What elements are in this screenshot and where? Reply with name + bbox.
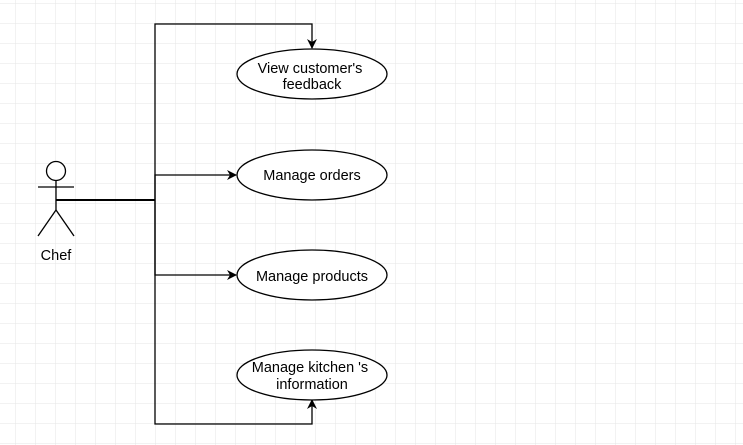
association-connectors — [56, 23, 317, 425]
stick-figure-actor-icon — [37, 160, 75, 237]
use-case-view-feedback[interactable]: View customer's feedback — [236, 48, 388, 100]
use-case-label: Manage products — [256, 269, 368, 285]
use-case-label: Manage kitchen 's information — [252, 360, 372, 393]
use-case-label-line: Manage orders — [263, 168, 361, 184]
use-case-manage-products[interactable]: Manage products — [236, 249, 388, 301]
use-case-label-line: Manage products — [256, 269, 368, 285]
use-case-label-line: feedback — [283, 77, 343, 93]
use-case-manage-orders[interactable]: Manage orders — [236, 149, 388, 201]
connector-feedback — [154, 23, 317, 200]
use-case-label-line: information — [276, 377, 348, 393]
use-case-manage-kitchen-info[interactable]: Manage kitchen 's information — [236, 349, 388, 401]
use-case-label-line: Manage kitchen 's — [252, 360, 368, 376]
connector-orders — [154, 170, 237, 200]
actor-label: Chef — [41, 248, 73, 264]
use-case-label-line: View customer's — [258, 61, 363, 77]
use-case-label: Manage orders — [263, 168, 361, 184]
use-case-label: View customer's feedback — [258, 61, 367, 93]
actor-chef[interactable]: Chef — [37, 160, 75, 265]
connector-kitchen-info — [154, 200, 317, 425]
